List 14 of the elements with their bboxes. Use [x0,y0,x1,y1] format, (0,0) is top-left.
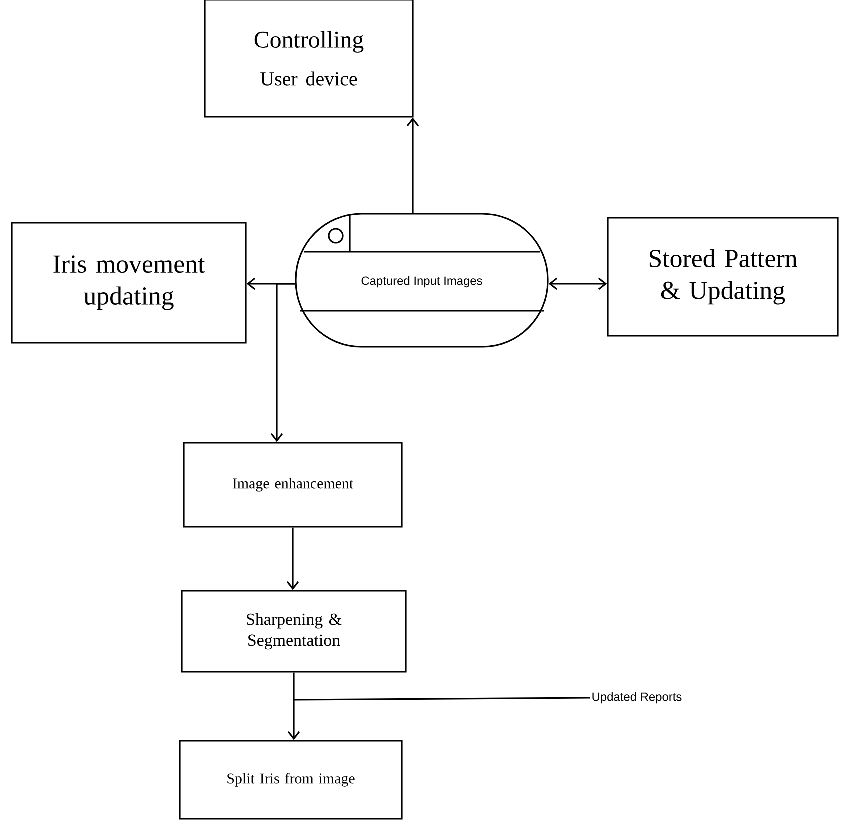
arrow [288,672,300,740]
process-box: Split Iris from image [179,740,403,820]
process-box: Sharpening & Segmentation [181,590,407,673]
arrow [406,118,420,214]
arrow [548,278,608,290]
process-box: Image enhancement [183,442,403,528]
process-box: Iris movement updating [11,222,247,344]
process-box: Stored Pattern & Updating [607,217,839,337]
arrow [270,283,296,442]
note-text: Updated Reports [592,692,682,704]
data-store: Captured Input Images [295,213,549,348]
process-box: Controlling User device [204,0,414,118]
arrow [286,528,300,590]
connector-line [294,697,590,701]
